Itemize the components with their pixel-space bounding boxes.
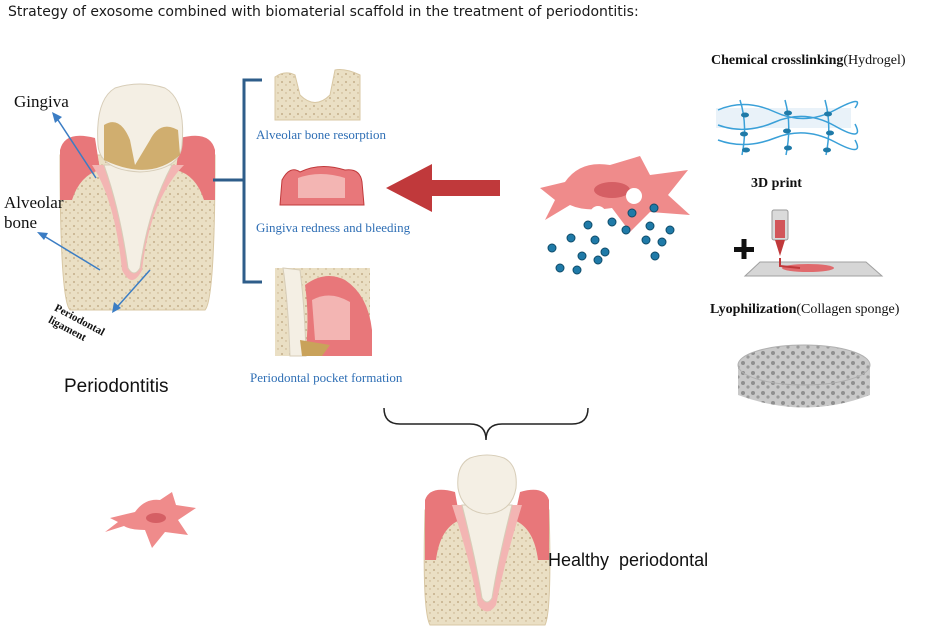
lyophilization-label: Lyophilization(Collagen sponge) [710,302,899,318]
periodontitis-caption: Periodontitis [64,376,169,397]
bone-resorption-icon [274,69,361,121]
symptom-label-gingiva: Gingiva redness and bleeding [256,220,411,235]
symptom-label-bone: Alveolar bone resorption [256,127,386,142]
gingiva-label: Gingiva [14,92,69,111]
lyophilization-method: Lyophilization [710,302,797,317]
merge-brace [383,407,589,441]
hydrogel-label: Chemical crosslinking(Hydrogel) [711,53,906,69]
3d-print-label: 3D print [751,176,802,191]
fibroblast-cell-icon [105,492,196,548]
symptom-bracket [213,78,262,284]
healthy-caption: Healthy periodontal [548,550,709,570]
hydrogel-method: Chemical crosslinking [711,53,844,68]
hydrogel-material: (Hydrogel) [843,53,906,68]
alveolar-label-line2: bone [4,213,38,232]
healthy-tooth [423,454,551,626]
pointer-lines [37,112,151,313]
plus-icon [734,239,754,259]
symptom-label-pocket: Periodontal pocket formation [250,370,403,385]
3d-printer-icon [743,209,884,277]
gingiva-redness-icon [279,166,365,206]
periodontal-pocket-icon [275,267,372,357]
stem-cell-with-exosomes [540,156,690,275]
periodontitis-tooth [59,83,216,311]
hydrogel-network-icon [716,99,859,156]
figure-title: Strategy of exosome combined with biomat… [8,4,639,20]
treatment-arrow [386,164,500,212]
lyophilization-material: (Collagen sponge) [796,302,900,317]
alveolar-label-line1: Alveolar [4,193,64,212]
collagen-sponge-icon [737,344,871,408]
